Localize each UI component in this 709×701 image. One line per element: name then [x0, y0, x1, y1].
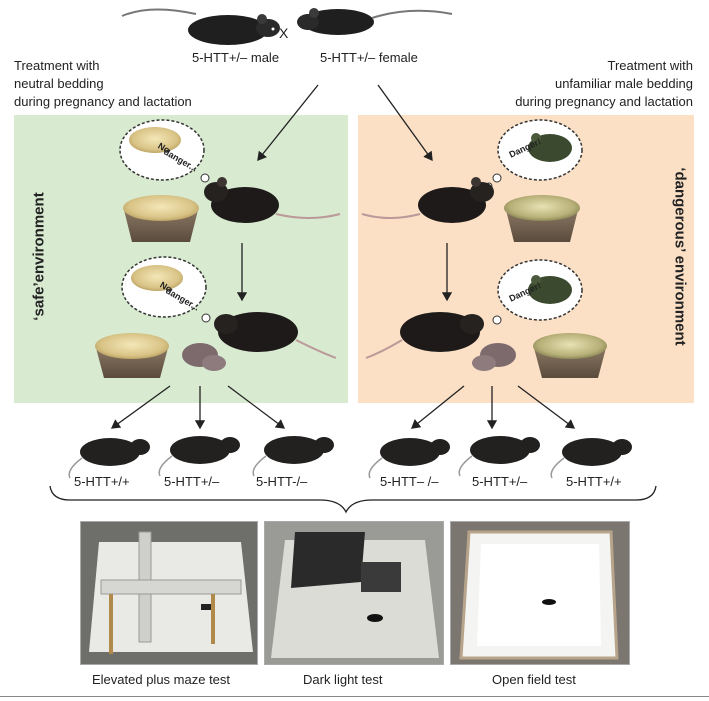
offspring-mouse-3: [252, 436, 334, 477]
treatment-right-line-1: Treatment with: [607, 58, 694, 73]
dark-light-test-label: Dark light test: [303, 672, 383, 687]
offspring-mouse-2: [158, 436, 240, 477]
treatment-right-line-3: during pregnancy and lactation: [515, 94, 693, 109]
offspring-label-right-3: 5-HTT+/+: [566, 474, 622, 489]
male-bedding-bowl-1: [504, 195, 580, 242]
treatment-left-line-3: during pregnancy and lactation: [14, 94, 192, 109]
offspring-mice: [68, 436, 632, 479]
offspring-mouse-6: [550, 438, 632, 479]
safe-thought-bubble-2: [121, 256, 211, 323]
male-bedding-bowl-2: [533, 333, 607, 378]
treatment-left-line-2: neutral bedding: [14, 76, 104, 91]
mother-mouse-danger-1: [361, 177, 494, 223]
male-mouse-icon: [121, 8, 280, 45]
offspring-label-right-1: 5-HTT– /–: [380, 474, 439, 489]
grouping-brace: [49, 485, 657, 514]
open-field-test-label: Open field test: [492, 672, 576, 687]
neutral-bedding-bowl-2: [95, 333, 169, 378]
open-field-photo: [450, 521, 630, 665]
female-parent-label: 5-HTT+/– female: [320, 50, 418, 65]
dark-light-box-photo: [264, 521, 444, 665]
offspring-mouse-5: [458, 436, 540, 477]
treatment-left-line-1: Treatment with: [14, 58, 100, 73]
danger-thought-bubble-1: [485, 119, 583, 190]
offspring-label-left-2: 5-HTT+/–: [164, 474, 220, 489]
offspring-label-left-1: 5-HTT+/+: [74, 474, 130, 489]
danger-thought-bubble-2: [492, 259, 583, 325]
safe-environment-label: ‘safe’environment: [30, 192, 48, 321]
dangerous-environment-label: ‘dangerous’ environment: [671, 167, 689, 346]
neutral-bedding-bowl-1: [123, 195, 199, 242]
offspring-mouse-4: [368, 438, 450, 479]
offspring-mouse-1: [68, 438, 150, 479]
elevated-plus-maze-photo: [80, 521, 258, 665]
safe-thought-bubble-1: [119, 119, 218, 190]
mother-mouse-safe-1: [204, 177, 341, 223]
cross-symbol: X: [279, 25, 289, 41]
offspring-label-left-3: 5-HTT-/–: [256, 474, 308, 489]
bottom-divider: [0, 696, 709, 697]
offspring-label-right-2: 5-HTT+/–: [472, 474, 528, 489]
female-mouse-icon: [297, 8, 453, 35]
mother-with-pups-safe: [182, 312, 337, 371]
mother-with-pups-danger: [365, 312, 516, 371]
treatment-right-line-2: unfamiliar male bedding: [554, 76, 693, 91]
male-parent-label: 5-HTT+/– male: [192, 50, 280, 65]
epm-test-label: Elevated plus maze test: [92, 672, 231, 687]
